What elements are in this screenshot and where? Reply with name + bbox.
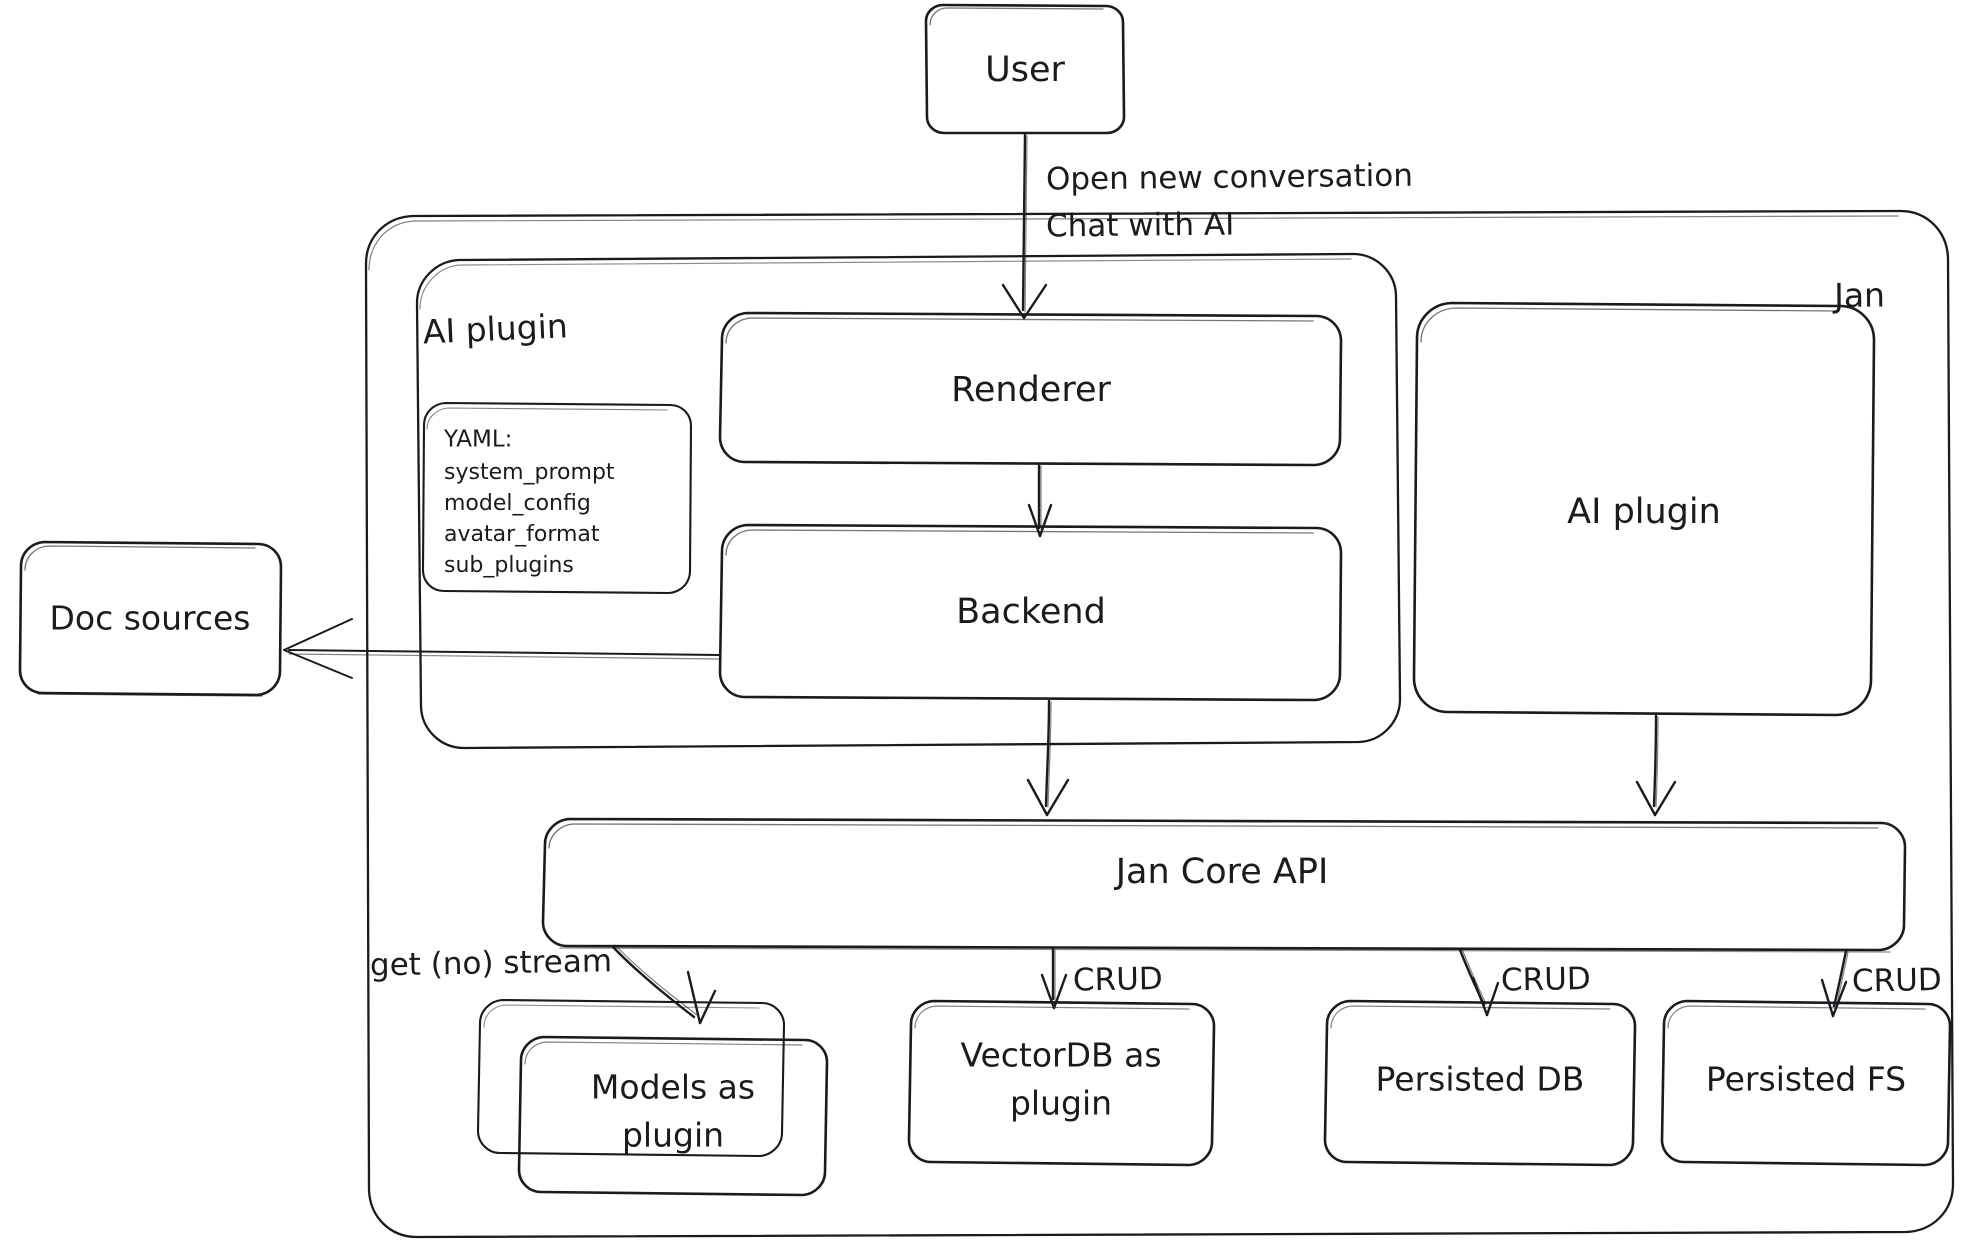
container-label-ai-plugin-group: AI plugin <box>422 306 568 351</box>
node-label-ai-plugin-right: AI plugin <box>1567 492 1721 532</box>
node-label-doc-sources: Doc sources <box>49 599 250 638</box>
edge-user-to-renderer: Open new conversation Chat with AI <box>1001 133 1413 320</box>
node-label-user: User <box>985 50 1065 90</box>
container-ai-plugin-group: AI plugin <box>415 252 1402 750</box>
edge-core-to-vectordb: CRUD <box>1040 947 1163 1010</box>
node-label-vectordb-as-plugin-line2: plugin <box>1010 1084 1112 1123</box>
edge-label-core-to-persisted-fs: CRUD <box>1852 962 1942 1000</box>
node-label-models-as-plugin-line2: plugin <box>622 1116 724 1155</box>
yaml-item-2: avatar_format <box>444 522 600 547</box>
node-label-models-as-plugin-line1: Models as <box>591 1068 755 1107</box>
yaml-heading: YAML: <box>443 427 512 453</box>
node-ai-plugin-right[interactable]: AI plugin <box>1412 301 1876 717</box>
edge-renderer-to-backend <box>1027 463 1053 538</box>
edge-label-core-to-persisted-db: CRUD <box>1501 961 1591 999</box>
node-jan-core-api[interactable]: Jan Core API <box>541 817 1907 953</box>
node-label-jan-core-api: Jan Core API <box>1114 852 1329 892</box>
node-doc-sources[interactable]: Doc sources <box>18 540 283 697</box>
node-label-renderer: Renderer <box>951 370 1111 410</box>
node-label-persisted-db: Persisted DB <box>1376 1060 1585 1099</box>
node-renderer[interactable]: Renderer <box>718 311 1343 467</box>
edge-backend-to-doc-sources <box>283 618 720 679</box>
edge-core-to-persisted-db: CRUD <box>1458 948 1591 1017</box>
node-models-as-plugin[interactable]: Models as plugin <box>476 998 829 1197</box>
node-persisted-fs[interactable]: Persisted FS <box>1660 999 1952 1167</box>
node-vectordb-as-plugin[interactable]: VectorDB as plugin <box>907 999 1216 1167</box>
yaml-item-0: system_prompt <box>444 460 615 485</box>
node-label-backend: Backend <box>956 592 1106 632</box>
node-label-vectordb-as-plugin-line1: VectorDB as <box>960 1036 1161 1075</box>
card-yaml-config: YAML: system_prompt model_config avatar_… <box>421 401 693 595</box>
edge-label-user-to-renderer-line2: Chat with AI <box>1046 207 1235 245</box>
edge-label-core-to-vectordb: CRUD <box>1073 961 1163 999</box>
edge-core-to-models: get (no) stream <box>370 943 717 1025</box>
edge-core-to-persisted-fs: CRUD <box>1820 949 1942 1018</box>
container-label-jan: Jan <box>1832 276 1885 315</box>
yaml-item-1: model_config <box>444 491 591 516</box>
edge-backend-to-core <box>1026 699 1070 817</box>
yaml-item-3: sub_plugins <box>444 553 574 578</box>
node-user[interactable]: User <box>924 3 1126 135</box>
node-persisted-db[interactable]: Persisted DB <box>1323 999 1637 1167</box>
node-label-persisted-fs: Persisted FS <box>1706 1060 1906 1099</box>
edge-ai-plugin-to-core <box>1635 714 1677 817</box>
edge-label-user-to-renderer-line1: Open new conversation <box>1046 158 1413 198</box>
edge-label-core-to-models: get (no) stream <box>370 943 613 983</box>
container-jan: Jan <box>364 209 1955 1239</box>
node-backend[interactable]: Backend <box>718 523 1343 702</box>
